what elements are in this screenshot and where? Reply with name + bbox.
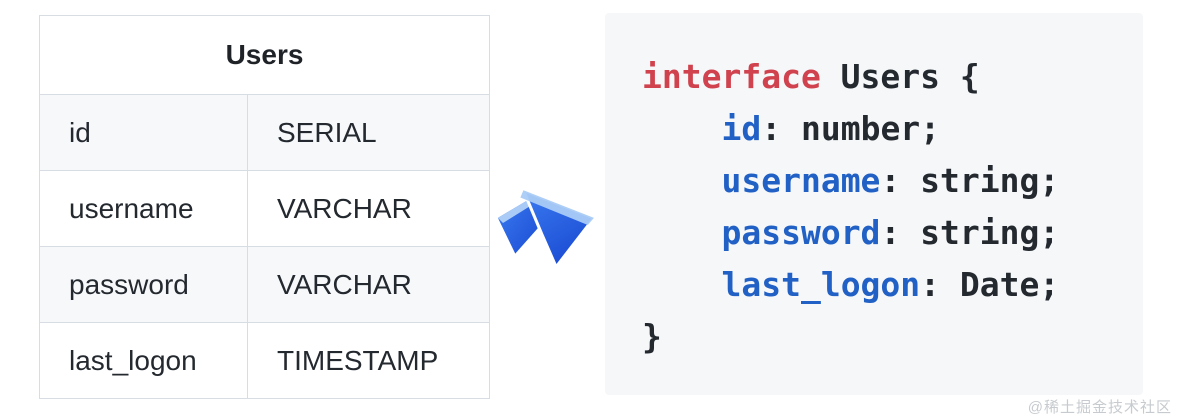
table-cell-type: VARCHAR (247, 246, 490, 323)
code-block: interface Users { id: number; username: … (605, 13, 1143, 395)
code-token-property: username (721, 161, 881, 200)
code-line: username: string; (642, 155, 1143, 207)
code-token-plain: Users { (820, 57, 980, 96)
code-token-plain: : string; (880, 161, 1060, 200)
code-token-plain: : string; (880, 213, 1060, 252)
table-header-row: Users (39, 15, 490, 95)
table-cell-type: SERIAL (247, 94, 490, 171)
code-line: password: string; (642, 207, 1143, 259)
code-line: interface Users { (642, 51, 1143, 103)
code-content: interface Users { id: number; username: … (642, 51, 1143, 363)
code-token-property: password (721, 213, 881, 252)
watermark: @稀土掘金技术社区 (1027, 399, 1172, 416)
code-line: } (642, 311, 1143, 363)
table-cell-field: last_logon (39, 322, 248, 399)
table-cell-field: password (39, 246, 248, 323)
code-token-plain: : Date; (920, 265, 1060, 304)
table-cell-type: TIMESTAMP (247, 322, 490, 399)
table-cell-field: username (39, 170, 248, 247)
code-token-plain (642, 213, 721, 252)
table-cell-field: id (39, 94, 248, 171)
code-token-keyword: interface (642, 57, 821, 96)
code-token-plain: } (642, 317, 662, 356)
code-token-plain: : number; (761, 109, 941, 148)
code-token-plain (642, 109, 721, 148)
code-token-plain (642, 161, 721, 200)
code-line: id: number; (642, 103, 1143, 155)
code-line: last_logon: Date; (642, 259, 1143, 311)
table-cell-type: VARCHAR (247, 170, 490, 247)
code-token-property: id (721, 109, 762, 148)
arrow-tail-top-face (497, 198, 536, 223)
code-token-property: last_logon (721, 265, 921, 304)
transform-arrow-icon (494, 176, 606, 270)
arrow-head-top-face (520, 190, 594, 226)
code-token-plain (642, 265, 721, 304)
table-title: Users (39, 15, 490, 95)
